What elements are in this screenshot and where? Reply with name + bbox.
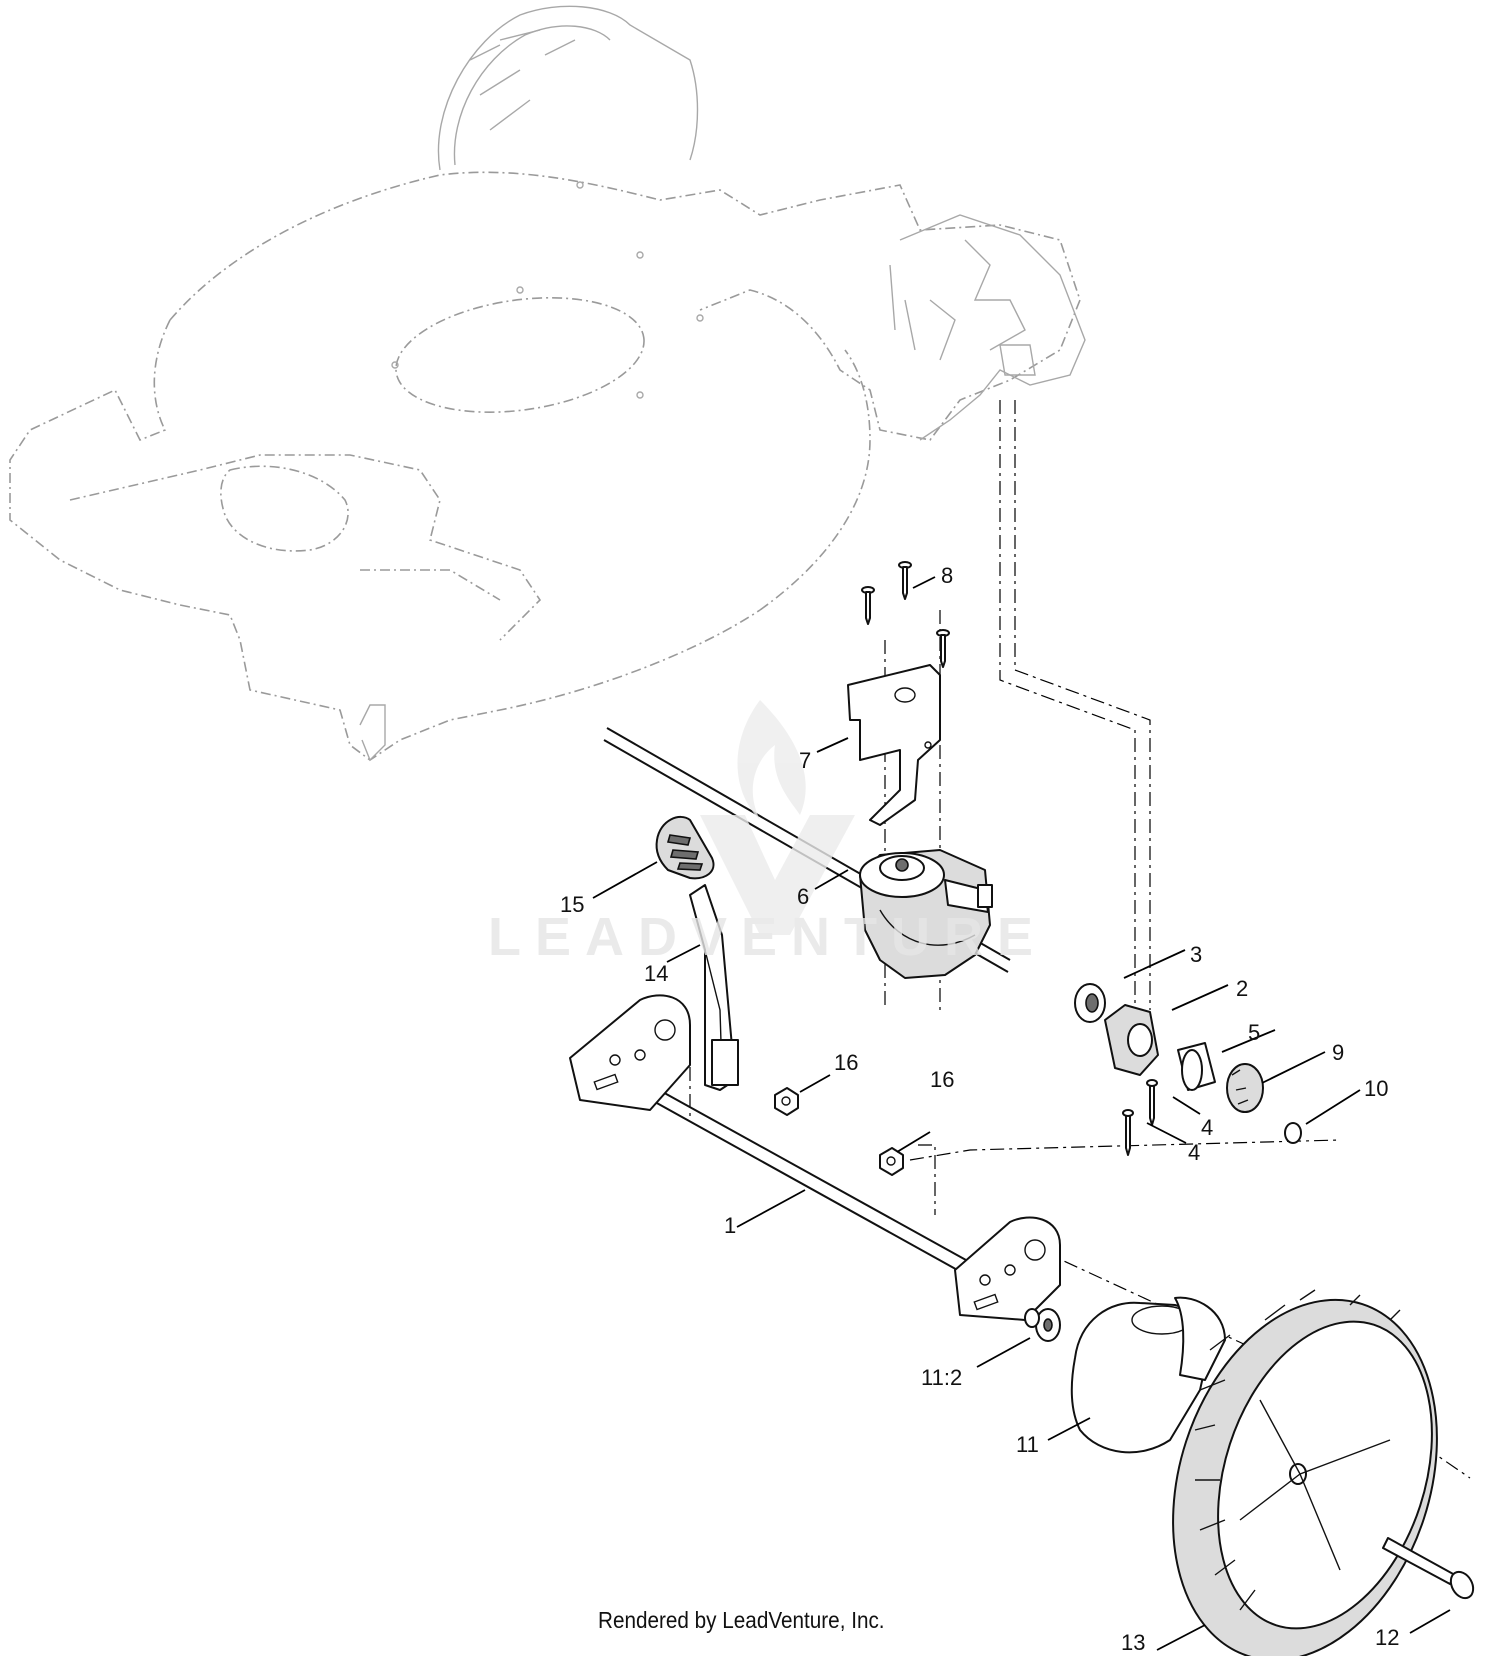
transmission bbox=[859, 849, 993, 979]
lever-grip bbox=[655, 815, 715, 880]
callout-4b: 4 bbox=[1188, 1140, 1200, 1165]
rear-wheel-13 bbox=[1172, 1289, 1438, 1656]
callout-13: 13 bbox=[1121, 1630, 1145, 1655]
nut-16-lower bbox=[879, 1147, 904, 1176]
callout-5: 5 bbox=[1248, 1020, 1260, 1045]
callout-16b: 16 bbox=[930, 1067, 954, 1092]
bushing-5 bbox=[1177, 1042, 1216, 1091]
watermark-text: LEADVENTURE bbox=[488, 907, 1047, 967]
left-height-bracket bbox=[569, 994, 691, 1111]
callout-11-2: 11:2 bbox=[921, 1365, 962, 1390]
callout-14: 14 bbox=[644, 961, 668, 986]
callout-labels: 1 2 3 4 4 5 6 7 8 9 10 11 11:2 12 13 14 … bbox=[560, 563, 1399, 1655]
clip-10 bbox=[1284, 1122, 1302, 1144]
wheel-bolt-12 bbox=[1382, 1537, 1475, 1600]
nut-16-upper bbox=[774, 1087, 799, 1116]
callout-2: 2 bbox=[1236, 976, 1248, 1001]
height-lever bbox=[689, 884, 739, 1091]
callout-1: 1 bbox=[724, 1213, 736, 1238]
leadventure-watermark: LEADVENTURE bbox=[488, 700, 1047, 967]
screw bbox=[936, 629, 950, 668]
screws-8 bbox=[861, 561, 950, 668]
washer-3 bbox=[1074, 983, 1106, 1023]
callout-15: 15 bbox=[560, 892, 584, 917]
callout-10: 10 bbox=[1364, 1076, 1388, 1101]
callout-7: 7 bbox=[799, 748, 811, 773]
screw bbox=[861, 586, 875, 625]
transmission-bracket bbox=[847, 664, 941, 826]
callout-9: 9 bbox=[1332, 1040, 1344, 1065]
leader-lines bbox=[592, 576, 1451, 1651]
right-height-bracket bbox=[954, 1216, 1061, 1321]
mower-deck-ghost bbox=[9, 5, 1086, 762]
callout-3: 3 bbox=[1190, 942, 1202, 967]
screw bbox=[898, 561, 912, 600]
callout-6: 6 bbox=[797, 884, 809, 909]
washer-11-2 bbox=[1024, 1308, 1061, 1342]
callout-4a: 4 bbox=[1201, 1115, 1213, 1140]
footer-credit: Rendered by LeadVenture, Inc. bbox=[598, 1607, 885, 1633]
pinion-gear-9 bbox=[1226, 1063, 1264, 1113]
bearing-housing-2 bbox=[1104, 1004, 1159, 1076]
screws-4 bbox=[1122, 1079, 1158, 1156]
wheel-ring-11 bbox=[1070, 1296, 1226, 1454]
callout-12: 12 bbox=[1375, 1625, 1399, 1650]
callout-8: 8 bbox=[941, 563, 953, 588]
callout-11: 11 bbox=[1016, 1432, 1039, 1457]
callout-16a: 16 bbox=[834, 1050, 858, 1075]
